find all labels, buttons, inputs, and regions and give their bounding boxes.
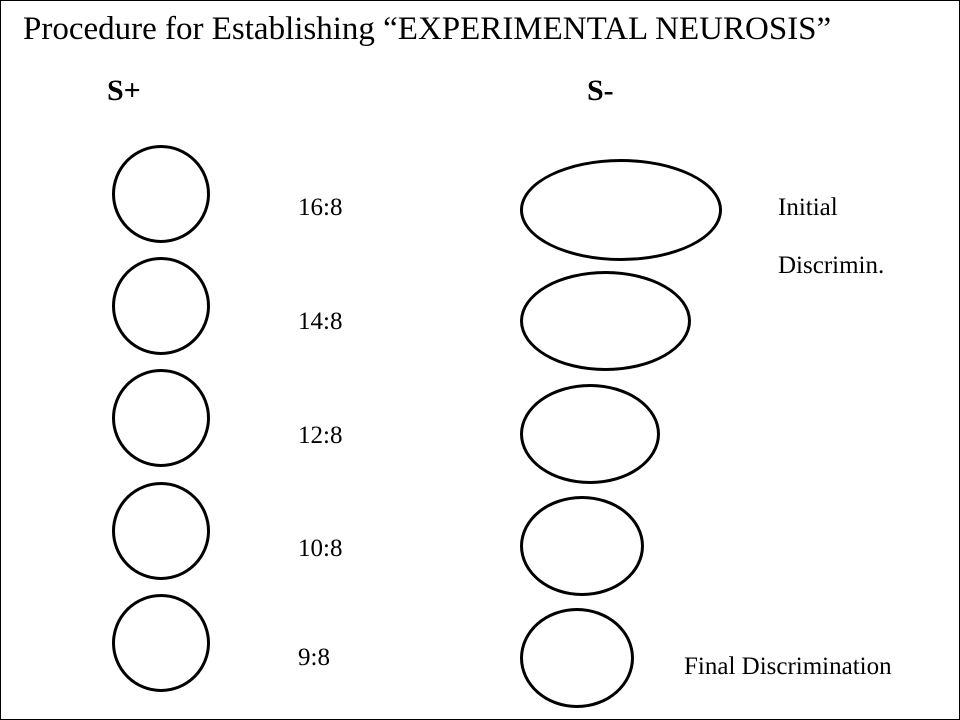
s-minus-ellipse-2 <box>520 271 691 371</box>
s-minus-ellipse-4 <box>520 496 644 596</box>
s-minus-ellipse-1 <box>520 159 722 261</box>
ratio-label-1: 16:8 <box>298 194 343 221</box>
ratio-label-2: 14:8 <box>298 308 343 335</box>
s-plus-circle-2 <box>112 257 210 355</box>
final-discrimination-label: Final Discrimination <box>684 653 892 680</box>
s-minus-ellipse-5 <box>520 608 634 708</box>
s-plus-header: S+ <box>107 74 141 107</box>
slide-title: Procedure for Establishing “EXPERIMENTAL… <box>23 11 832 47</box>
s-minus-ellipse-3 <box>520 384 660 484</box>
s-plus-circle-5 <box>112 594 210 692</box>
ratio-label-5: 9:8 <box>298 644 330 671</box>
s-minus-header: S- <box>587 74 614 107</box>
ratio-label-4: 10:8 <box>298 535 343 562</box>
initial-discrimination-label-line2: Discrimin. <box>778 252 885 279</box>
s-plus-circle-3 <box>112 369 210 467</box>
ratio-label-3: 12:8 <box>298 422 343 449</box>
s-plus-circle-4 <box>112 482 210 580</box>
s-plus-circle-1 <box>112 145 210 243</box>
initial-discrimination-label-line1: Initial <box>778 194 838 221</box>
